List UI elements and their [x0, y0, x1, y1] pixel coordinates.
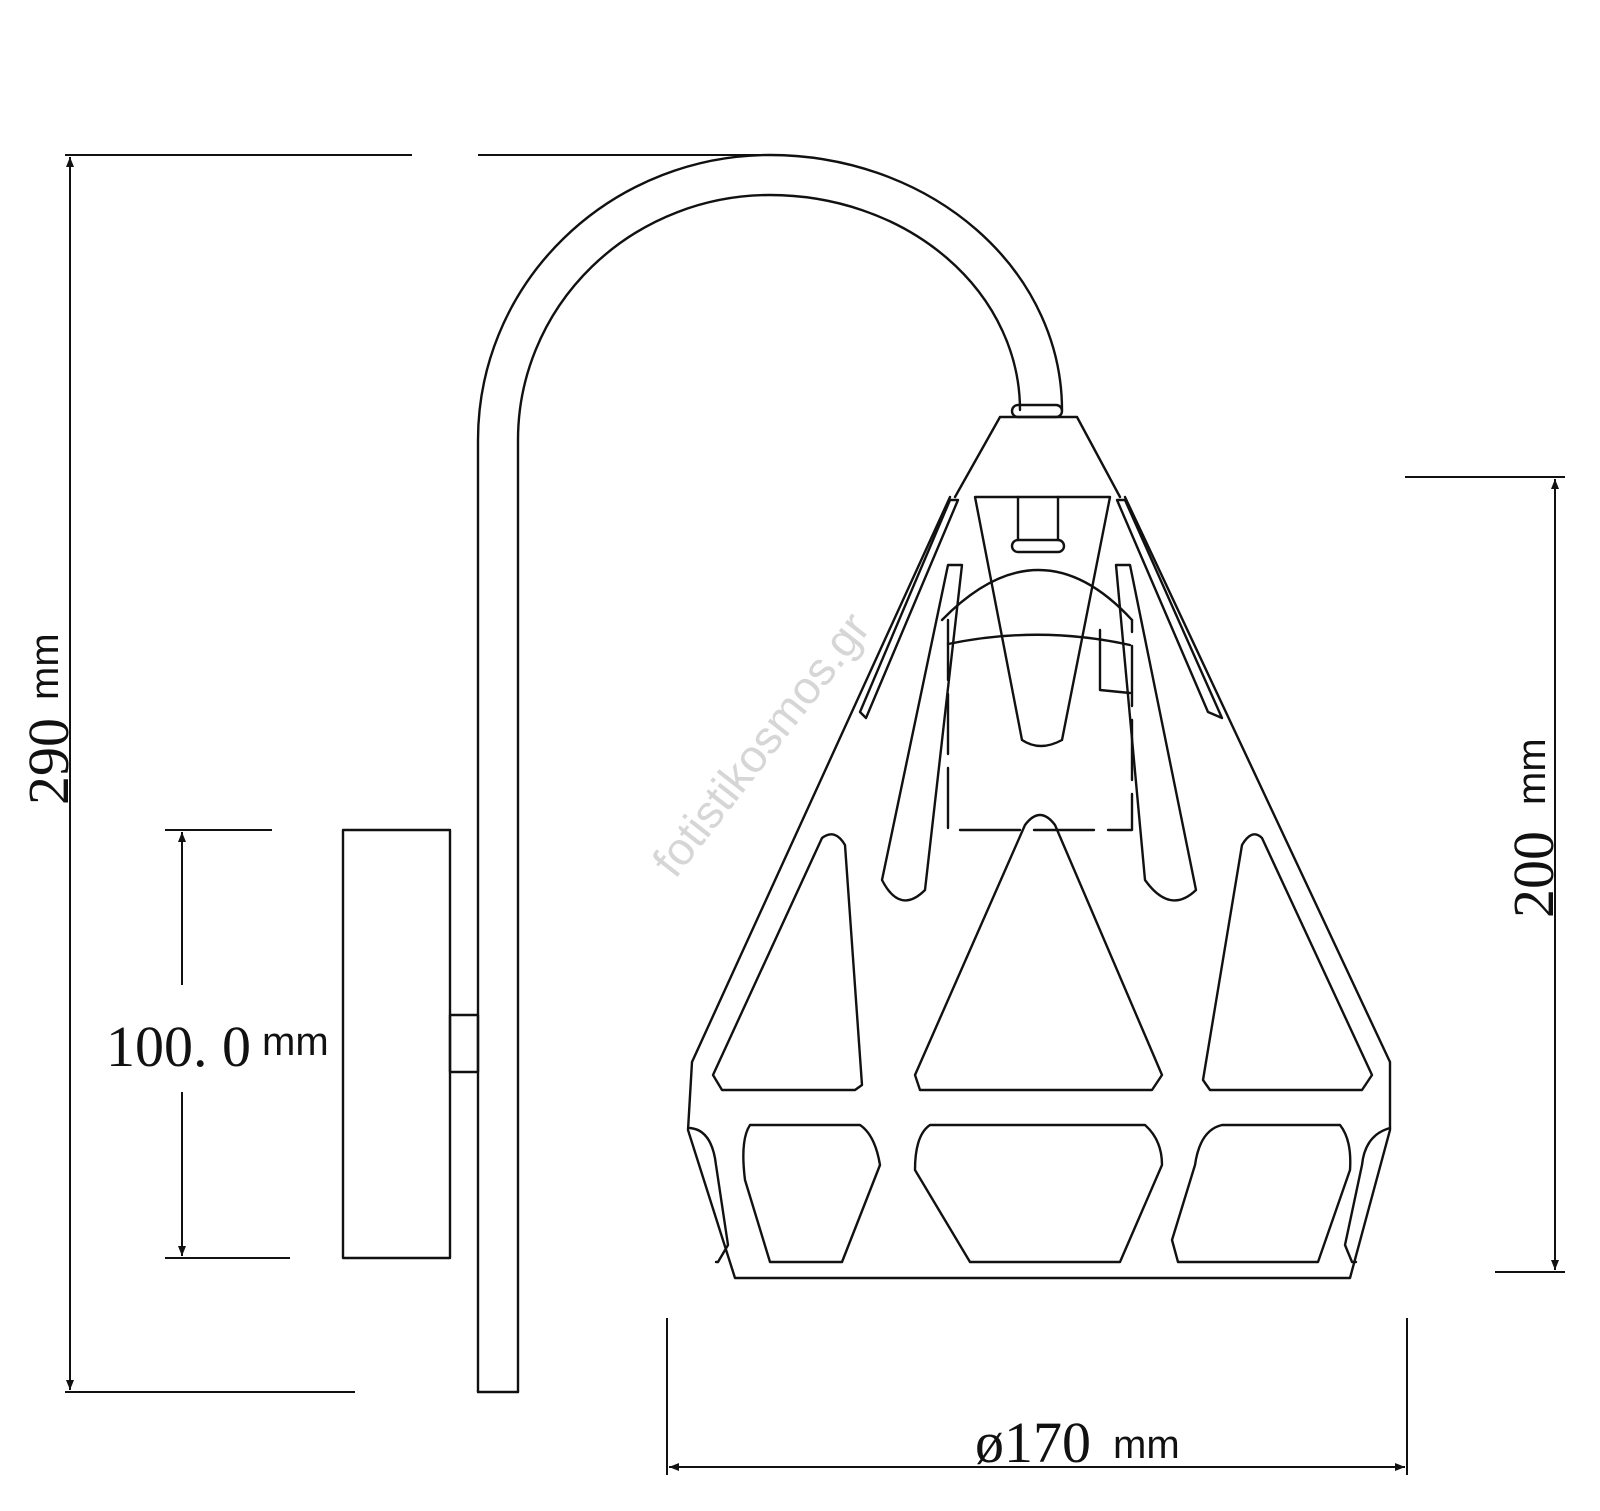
dimension-backplate-height: 100. 0 mm: [106, 829, 329, 1259]
wall-backplate: [341, 828, 480, 1260]
shade-diameter-value: ø170: [975, 1410, 1091, 1475]
dimension-shade-diameter: ø170 mm: [666, 1318, 1408, 1475]
lamp-shade: [686, 403, 1392, 1280]
shade-height-unit: mm: [1510, 738, 1554, 805]
dimension-total-height: 290 mm: [16, 154, 770, 1393]
total-height-unit: mm: [23, 633, 67, 700]
total-height-value: 290: [16, 718, 81, 805]
shade-height-value: 200: [1501, 831, 1566, 918]
lamp-arm: [476, 153, 1064, 1394]
backplate-height-unit: mm: [262, 1020, 329, 1064]
shade-diameter-unit: mm: [1113, 1423, 1180, 1467]
backplate-height-value: 100. 0: [106, 1014, 251, 1079]
dimension-shade-height: 200 mm: [1405, 476, 1566, 1273]
